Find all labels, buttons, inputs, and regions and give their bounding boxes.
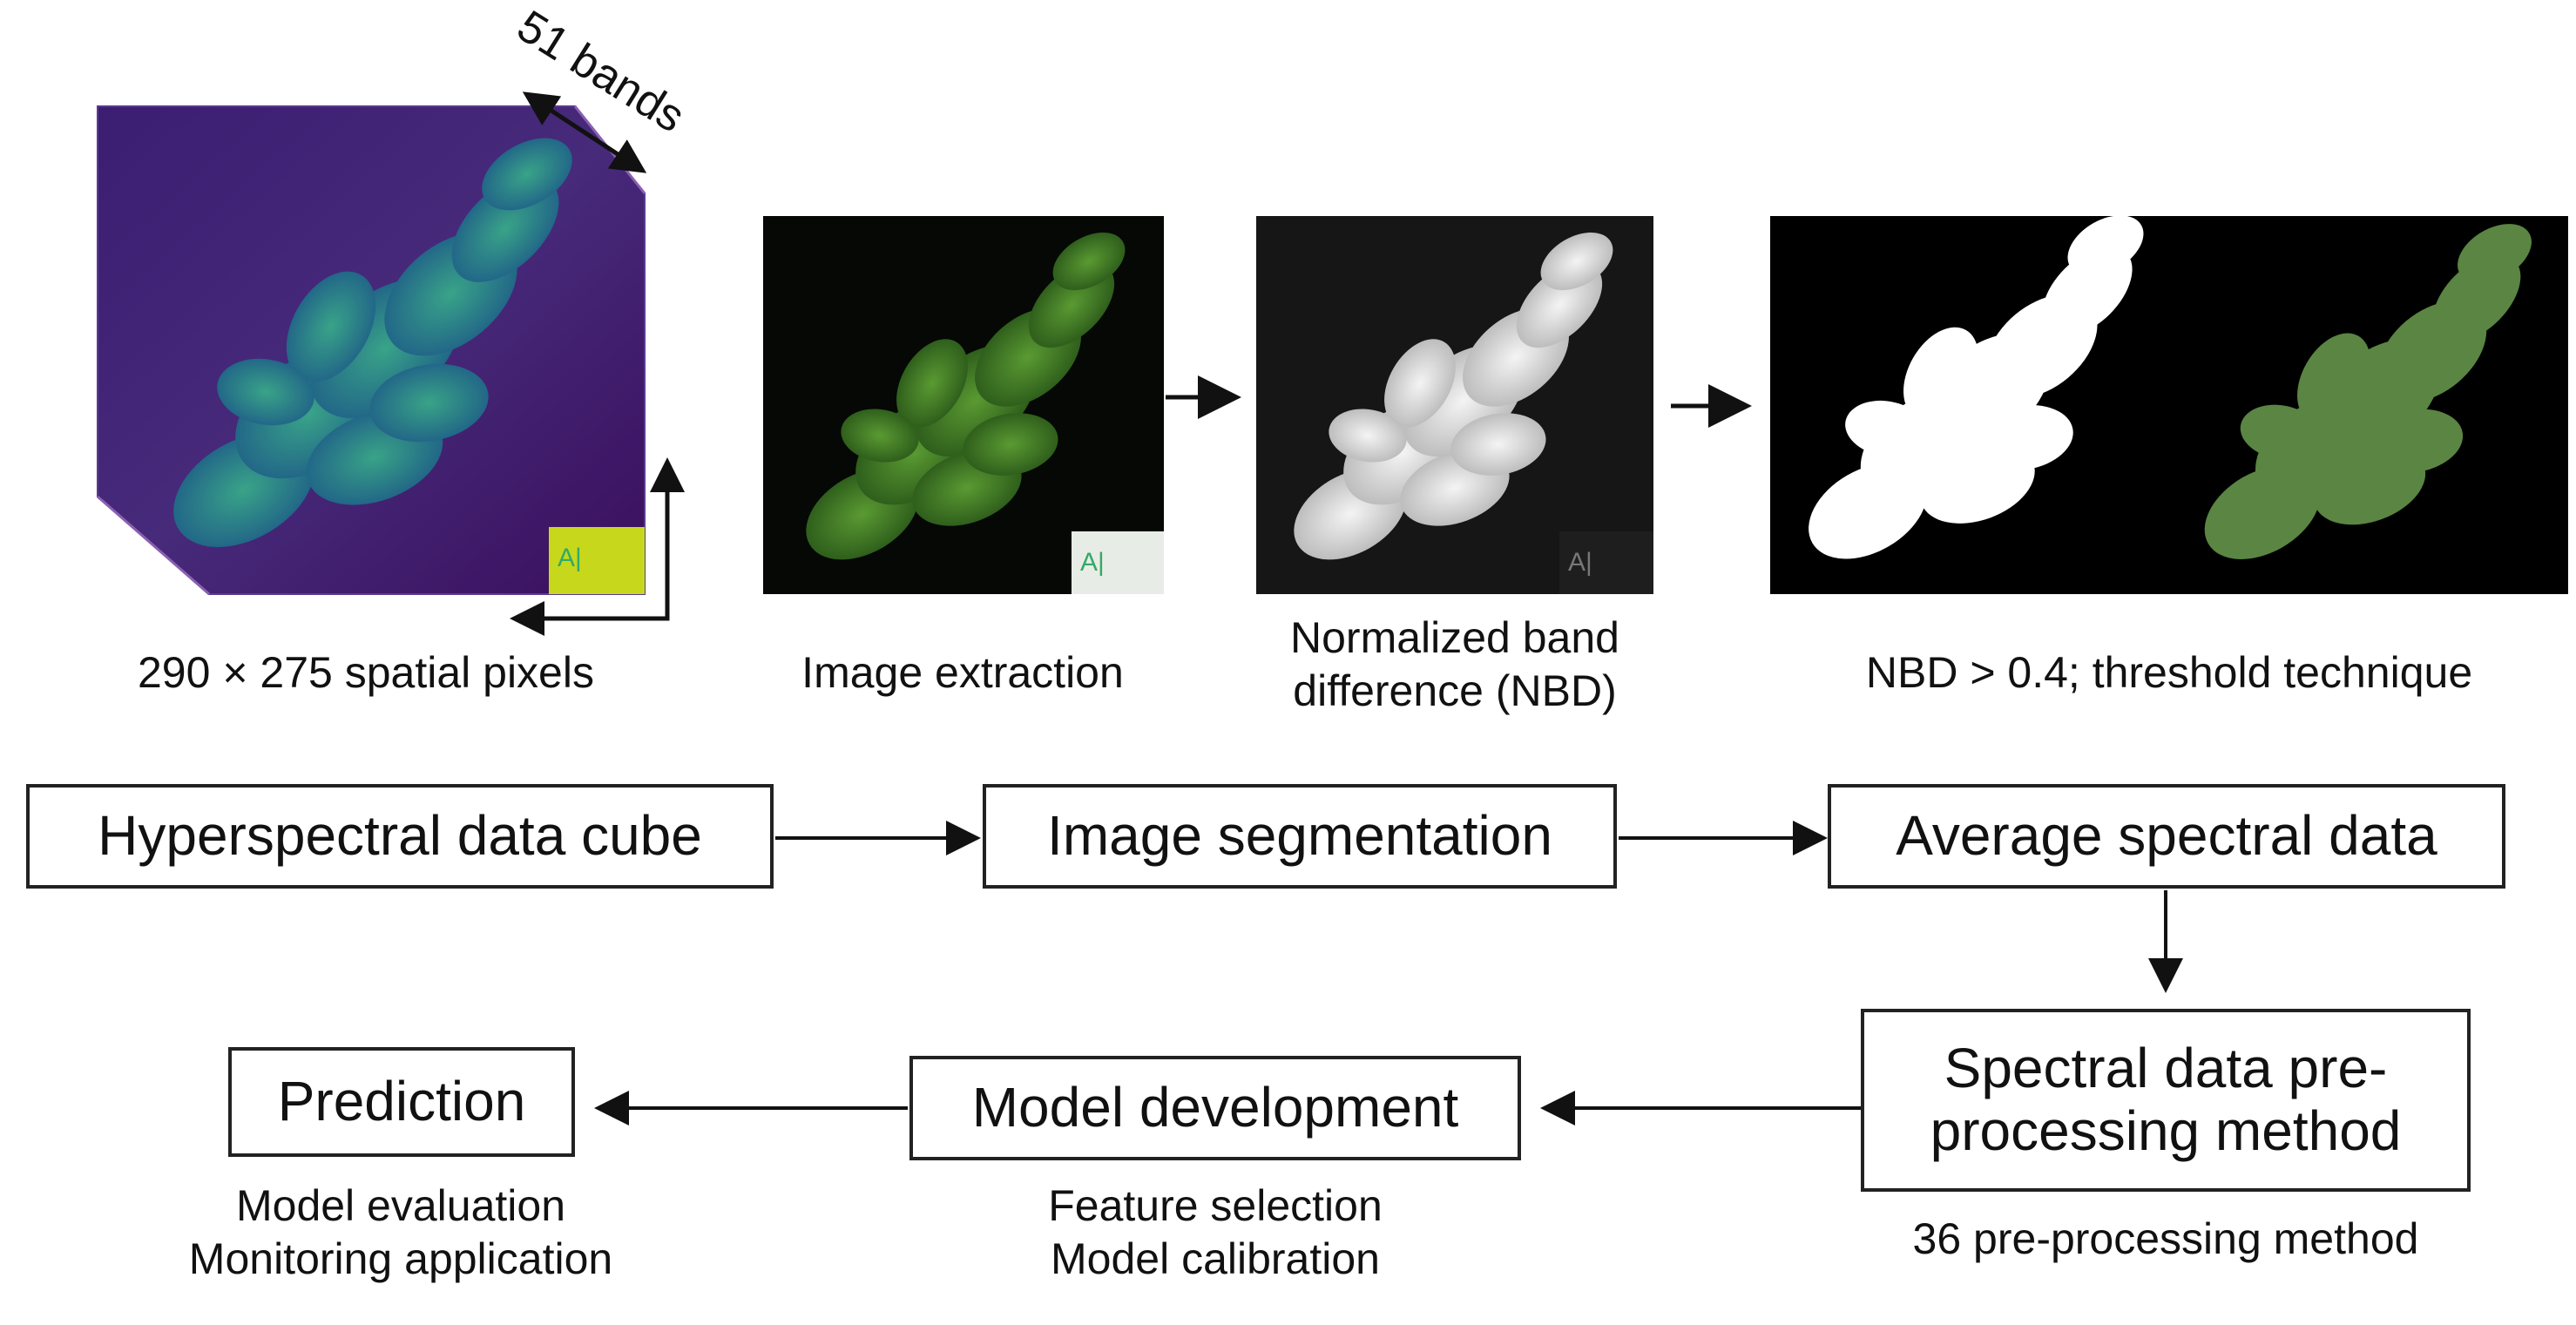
scale-label-nbd: A| — [1568, 548, 1592, 577]
box-model-development: Model development — [909, 1056, 1521, 1160]
box-prediction: Prediction — [228, 1047, 575, 1157]
rgb-extraction-image: A| — [763, 216, 1164, 594]
box-average-spectral: Average spectral data — [1828, 784, 2505, 889]
nbd-image: A| — [1256, 216, 1653, 594]
threshold-mask-image — [1770, 203, 2178, 594]
segmented-plant-image — [2169, 212, 2568, 594]
box-hyperspectral-cube: Hyperspectral data cube — [26, 784, 774, 889]
scale-label-cube: A| — [558, 544, 582, 572]
caption-nbd-line2: difference (NBD) — [1220, 665, 1690, 718]
box-preprocessing: Spectral data pre- processing method — [1861, 1009, 2471, 1192]
box-image-segmentation-label: Image segmentation — [1047, 805, 1552, 868]
note-prediction-line2: Monitoring application — [113, 1233, 688, 1286]
hyperspectral-cube-image: A| — [98, 106, 645, 594]
note-prediction-line1: Model evaluation — [113, 1180, 688, 1233]
caption-cube: 290 × 275 spatial pixels — [87, 646, 645, 700]
box-model-development-label: Model development — [972, 1077, 1459, 1139]
note-model-dev-line2: Model calibration — [923, 1233, 1507, 1286]
box-hyperspectral-cube-label: Hyperspectral data cube — [98, 805, 702, 868]
caption-nbd: Normalized band difference (NBD) — [1220, 612, 1690, 718]
box-image-segmentation: Image segmentation — [983, 784, 1617, 889]
box-prediction-label: Prediction — [278, 1071, 526, 1133]
note-model-development: Feature selection Model calibration — [923, 1180, 1507, 1286]
caption-extraction: Image extraction — [758, 646, 1167, 700]
scale-label-rgb: A| — [1080, 548, 1105, 577]
caption-threshold: NBD > 0.4; threshold technique — [1777, 646, 2561, 700]
box-preprocessing-line1: Spectral data pre- — [1944, 1038, 2388, 1100]
caption-nbd-line1: Normalized band — [1220, 612, 1690, 665]
box-average-spectral-label: Average spectral data — [1896, 805, 2437, 868]
box-preprocessing-line2: processing method — [1930, 1100, 2402, 1163]
note-model-dev-line1: Feature selection — [923, 1180, 1507, 1233]
note-preprocessing: 36 pre-processing method — [1809, 1213, 2523, 1266]
note-prediction: Model evaluation Monitoring application — [113, 1180, 688, 1286]
